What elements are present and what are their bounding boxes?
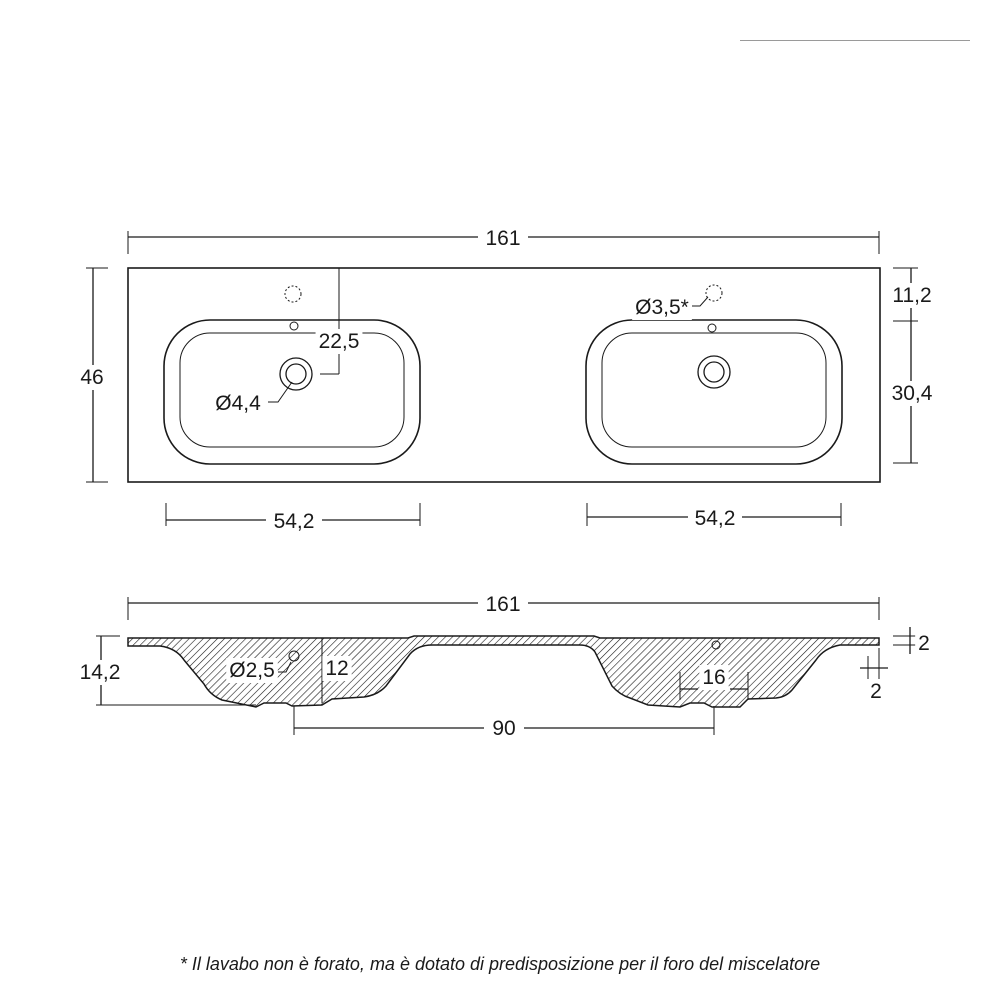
dim-drain-flat-width: 16 [679,665,749,700]
top-view: 161 46 [77,226,936,534]
right-drain-inner [703,361,725,383]
dim-label-overall-width: 161 [485,227,520,250]
dim-label-drain-offset: 22,5 [319,330,360,353]
footnote: * Il lavabo non è forato, ma è dotato di… [179,954,821,974]
left-drain-outer [279,357,313,391]
leader-hole-diameter: Ø2,5 [226,650,300,683]
dim-label-overall-width-section: 161 [485,593,520,616]
left-drain-inner [285,363,307,385]
left-overflow [289,321,299,331]
section-view: 161 14,2 Ø2,5 12 16 [76,592,933,741]
right-section-hole [711,640,721,650]
dim-drain-spacing: 90 [293,706,715,741]
dim-drain-offset: 22,5 [315,268,363,375]
leader-drain-diameter: Ø4,4 [212,381,293,416]
dim-label-bowl-depth: 30,4 [892,382,933,405]
right-bowl [585,284,843,465]
dim-label-edge-thickness: 2 [870,680,882,703]
header-rule [740,40,970,41]
dim-label-drain-diameter: Ø4,4 [215,392,261,415]
right-drain-outer [697,355,731,389]
dim-label-drain-spacing: 90 [492,717,515,740]
leader-tap-hole-diameter: Ø3,5* [632,295,709,320]
dim-right-bowl-width: 54,2 [586,503,842,531]
dim-label-top-thickness: 2 [918,632,930,655]
dim-label-drain-depth: 12 [325,657,348,680]
dim-label-overall-depth: 46 [80,366,103,389]
dim-drain-depth: 12 [321,638,352,703]
dim-overall-depth: 46 [77,267,108,483]
dim-label-section-height: 14,2 [80,661,121,684]
countertop-outline [127,267,881,483]
dim-label-tap-hole-diameter: Ø3,5* [635,296,689,319]
dim-overall-width-section: 161 [127,592,880,620]
dim-label-back-margin: 11,2 [892,284,931,307]
dim-left-bowl-width: 54,2 [165,503,421,534]
dim-label-drain-flat-width: 16 [702,666,725,689]
left-bowl [163,285,421,465]
right-overflow [707,323,717,333]
left-tap-hole [284,285,302,303]
dim-label-left-bowl-width: 54,2 [274,510,315,533]
dim-label-right-bowl-width: 54,2 [695,507,736,530]
right-tap-hole [705,284,723,302]
dim-top-thickness: 2 [893,627,933,656]
dim-section-height: 14,2 [76,635,256,706]
dim-overall-width-top: 161 [127,226,880,254]
dim-label-hole-diameter: Ø2,5 [229,659,275,682]
dim-edge-thickness: 2 [860,648,888,704]
dim-right-side: 11,2 30,4 [888,267,936,464]
